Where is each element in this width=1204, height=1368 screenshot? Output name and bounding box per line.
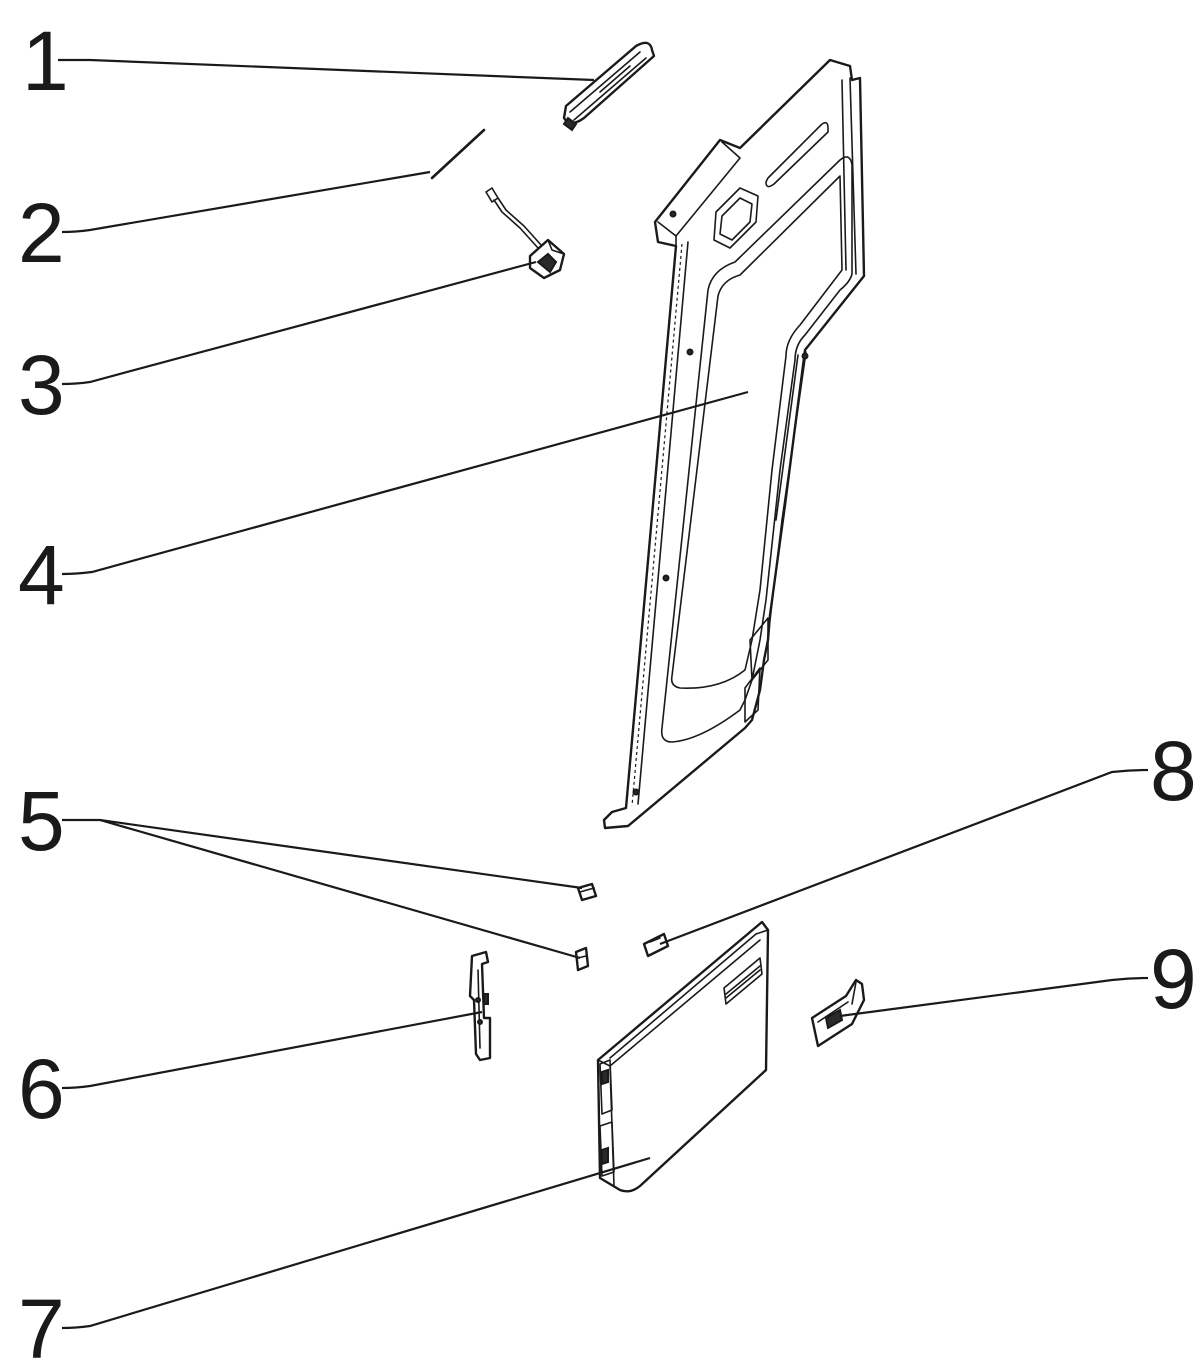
callout-8: 8 bbox=[1150, 724, 1197, 818]
callout-7: 7 bbox=[18, 1282, 65, 1368]
callout-4: 4 bbox=[18, 528, 65, 622]
callout-2: 2 bbox=[18, 186, 65, 280]
leader-4 bbox=[61, 390, 749, 576]
callout-3: 3 bbox=[18, 338, 65, 432]
leader-9 bbox=[839, 976, 1149, 1018]
part-1-handle bbox=[562, 41, 656, 132]
part-5-clips bbox=[574, 882, 598, 972]
callout-6: 6 bbox=[18, 1042, 65, 1136]
callout-numbers: 1 2 3 4 5 6 7 8 9 bbox=[18, 14, 1197, 1368]
leader-6 bbox=[61, 1010, 483, 1090]
leader-lines bbox=[58, 58, 1149, 1330]
leader-1 bbox=[58, 58, 595, 82]
leader-8 bbox=[659, 768, 1149, 946]
part-6-hinge-plate bbox=[468, 950, 492, 1062]
leader-2 bbox=[61, 170, 431, 234]
part-4-side-panel bbox=[602, 58, 866, 830]
leader-7 bbox=[61, 1156, 651, 1330]
part-2-rod bbox=[430, 128, 486, 180]
callout-1: 1 bbox=[22, 14, 69, 108]
part-8-small-plate bbox=[642, 932, 670, 958]
part-7-door-box bbox=[596, 920, 770, 1193]
callout-5: 5 bbox=[18, 774, 65, 868]
part-9-latch bbox=[810, 978, 866, 1048]
leader-3 bbox=[61, 260, 537, 386]
leader-5b bbox=[99, 818, 581, 960]
callout-9: 9 bbox=[1150, 932, 1197, 1026]
leader-5a bbox=[62, 818, 583, 890]
part-3-sensor bbox=[485, 187, 566, 280]
